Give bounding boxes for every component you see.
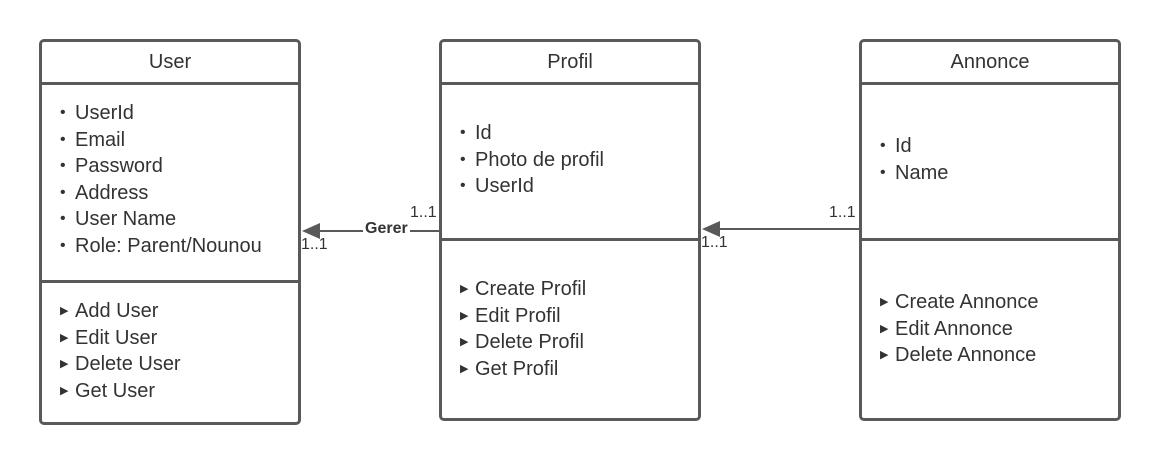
method-item: ▶Delete User bbox=[60, 351, 294, 378]
bullet-icon: • bbox=[460, 124, 466, 141]
attribute-list: •UserId •Email •Password •Address •User … bbox=[60, 100, 294, 260]
divider bbox=[862, 82, 1118, 85]
multiplicity-source: 1..1 bbox=[410, 204, 437, 221]
bullet-icon: • bbox=[60, 236, 66, 254]
attribute-item: •Password bbox=[60, 153, 294, 180]
bullet-icon: • bbox=[60, 104, 66, 121]
attribute-item: •Photo de profil bbox=[460, 147, 694, 174]
relation-label-gerer: Gerer bbox=[363, 220, 410, 238]
method-item: ▶Delete Annonce bbox=[880, 342, 1114, 369]
attribute-item: •Name bbox=[880, 160, 1114, 187]
divider bbox=[442, 82, 698, 85]
attribute-item: •UserId bbox=[60, 100, 294, 127]
triangle-bullet-icon: ▶ bbox=[880, 322, 889, 335]
bullet-icon: • bbox=[60, 183, 66, 201]
triangle-bullet-icon: ▶ bbox=[880, 349, 889, 362]
arrowhead-icon bbox=[302, 223, 320, 239]
triangle-bullet-icon: ▶ bbox=[60, 384, 69, 397]
method-item: ▶Get Profil bbox=[460, 356, 694, 383]
divider bbox=[442, 238, 698, 241]
arrowhead-icon bbox=[702, 221, 720, 237]
divider bbox=[862, 238, 1118, 241]
triangle-bullet-icon: ▶ bbox=[460, 309, 469, 322]
method-item: ▶Edit User bbox=[60, 325, 294, 352]
multiplicity-target: 1..1 bbox=[301, 236, 328, 253]
class-user: User •UserId •Email •Password •Address •… bbox=[39, 39, 301, 425]
class-title: Profil bbox=[547, 50, 593, 73]
bullet-icon: • bbox=[880, 163, 886, 181]
attribute-list: •Id •Name bbox=[880, 133, 1114, 186]
triangle-bullet-icon: ▶ bbox=[60, 358, 69, 371]
method-item: ▶Add User bbox=[60, 298, 294, 325]
bullet-icon: • bbox=[60, 157, 66, 175]
method-list: ▶Add User ▶Edit User ▶Delete User ▶Get U… bbox=[60, 298, 294, 404]
method-item: ▶Edit Annonce bbox=[880, 316, 1114, 343]
class-profil: Profil •Id •Photo de profil •UserId ▶Cre… bbox=[439, 39, 701, 421]
triangle-bullet-icon: ▶ bbox=[460, 336, 469, 349]
method-item: ▶Get User bbox=[60, 378, 294, 405]
triangle-bullet-icon: ▶ bbox=[60, 305, 69, 317]
method-item: ▶Edit Profil bbox=[460, 303, 694, 330]
bullet-icon: • bbox=[60, 210, 66, 228]
bullet-icon: • bbox=[460, 150, 466, 168]
triangle-bullet-icon: ▶ bbox=[460, 283, 469, 295]
attribute-item: •Id bbox=[880, 133, 1114, 160]
attribute-item: •UserId bbox=[460, 173, 694, 200]
attribute-list: •Id •Photo de profil •UserId bbox=[460, 120, 694, 200]
method-list: ▶Create Annonce ▶Edit Annonce ▶Delete An… bbox=[880, 289, 1114, 369]
divider bbox=[42, 280, 298, 283]
method-item: ▶Delete Profil bbox=[460, 329, 694, 356]
method-item: ▶Create Profil bbox=[460, 276, 694, 303]
relation-annonce-profil bbox=[702, 221, 860, 237]
bullet-icon: • bbox=[880, 137, 886, 154]
class-title: User bbox=[148, 50, 192, 73]
attribute-item: •Email bbox=[60, 127, 294, 154]
method-item: ▶Create Annonce bbox=[880, 289, 1114, 316]
triangle-bullet-icon: ▶ bbox=[880, 296, 889, 308]
multiplicity-target: 1..1 bbox=[701, 234, 728, 251]
bullet-icon: • bbox=[460, 177, 466, 195]
multiplicity-source: 1..1 bbox=[829, 204, 856, 221]
bullet-icon: • bbox=[60, 130, 66, 148]
triangle-bullet-icon: ▶ bbox=[460, 362, 469, 375]
method-list: ▶Create Profil ▶Edit Profil ▶Delete Prof… bbox=[460, 276, 694, 382]
class-title: Annonce bbox=[950, 50, 1030, 73]
class-annonce: Annonce •Id •Name ▶Create Annonce ▶Edit … bbox=[859, 39, 1121, 421]
attribute-item: •User Name bbox=[60, 206, 294, 233]
attribute-item: •Id bbox=[460, 120, 694, 147]
attribute-item: •Address bbox=[60, 180, 294, 207]
triangle-bullet-icon: ▶ bbox=[60, 331, 69, 344]
attribute-item: •Role: Parent/Nounou bbox=[60, 233, 294, 260]
divider bbox=[42, 82, 298, 85]
